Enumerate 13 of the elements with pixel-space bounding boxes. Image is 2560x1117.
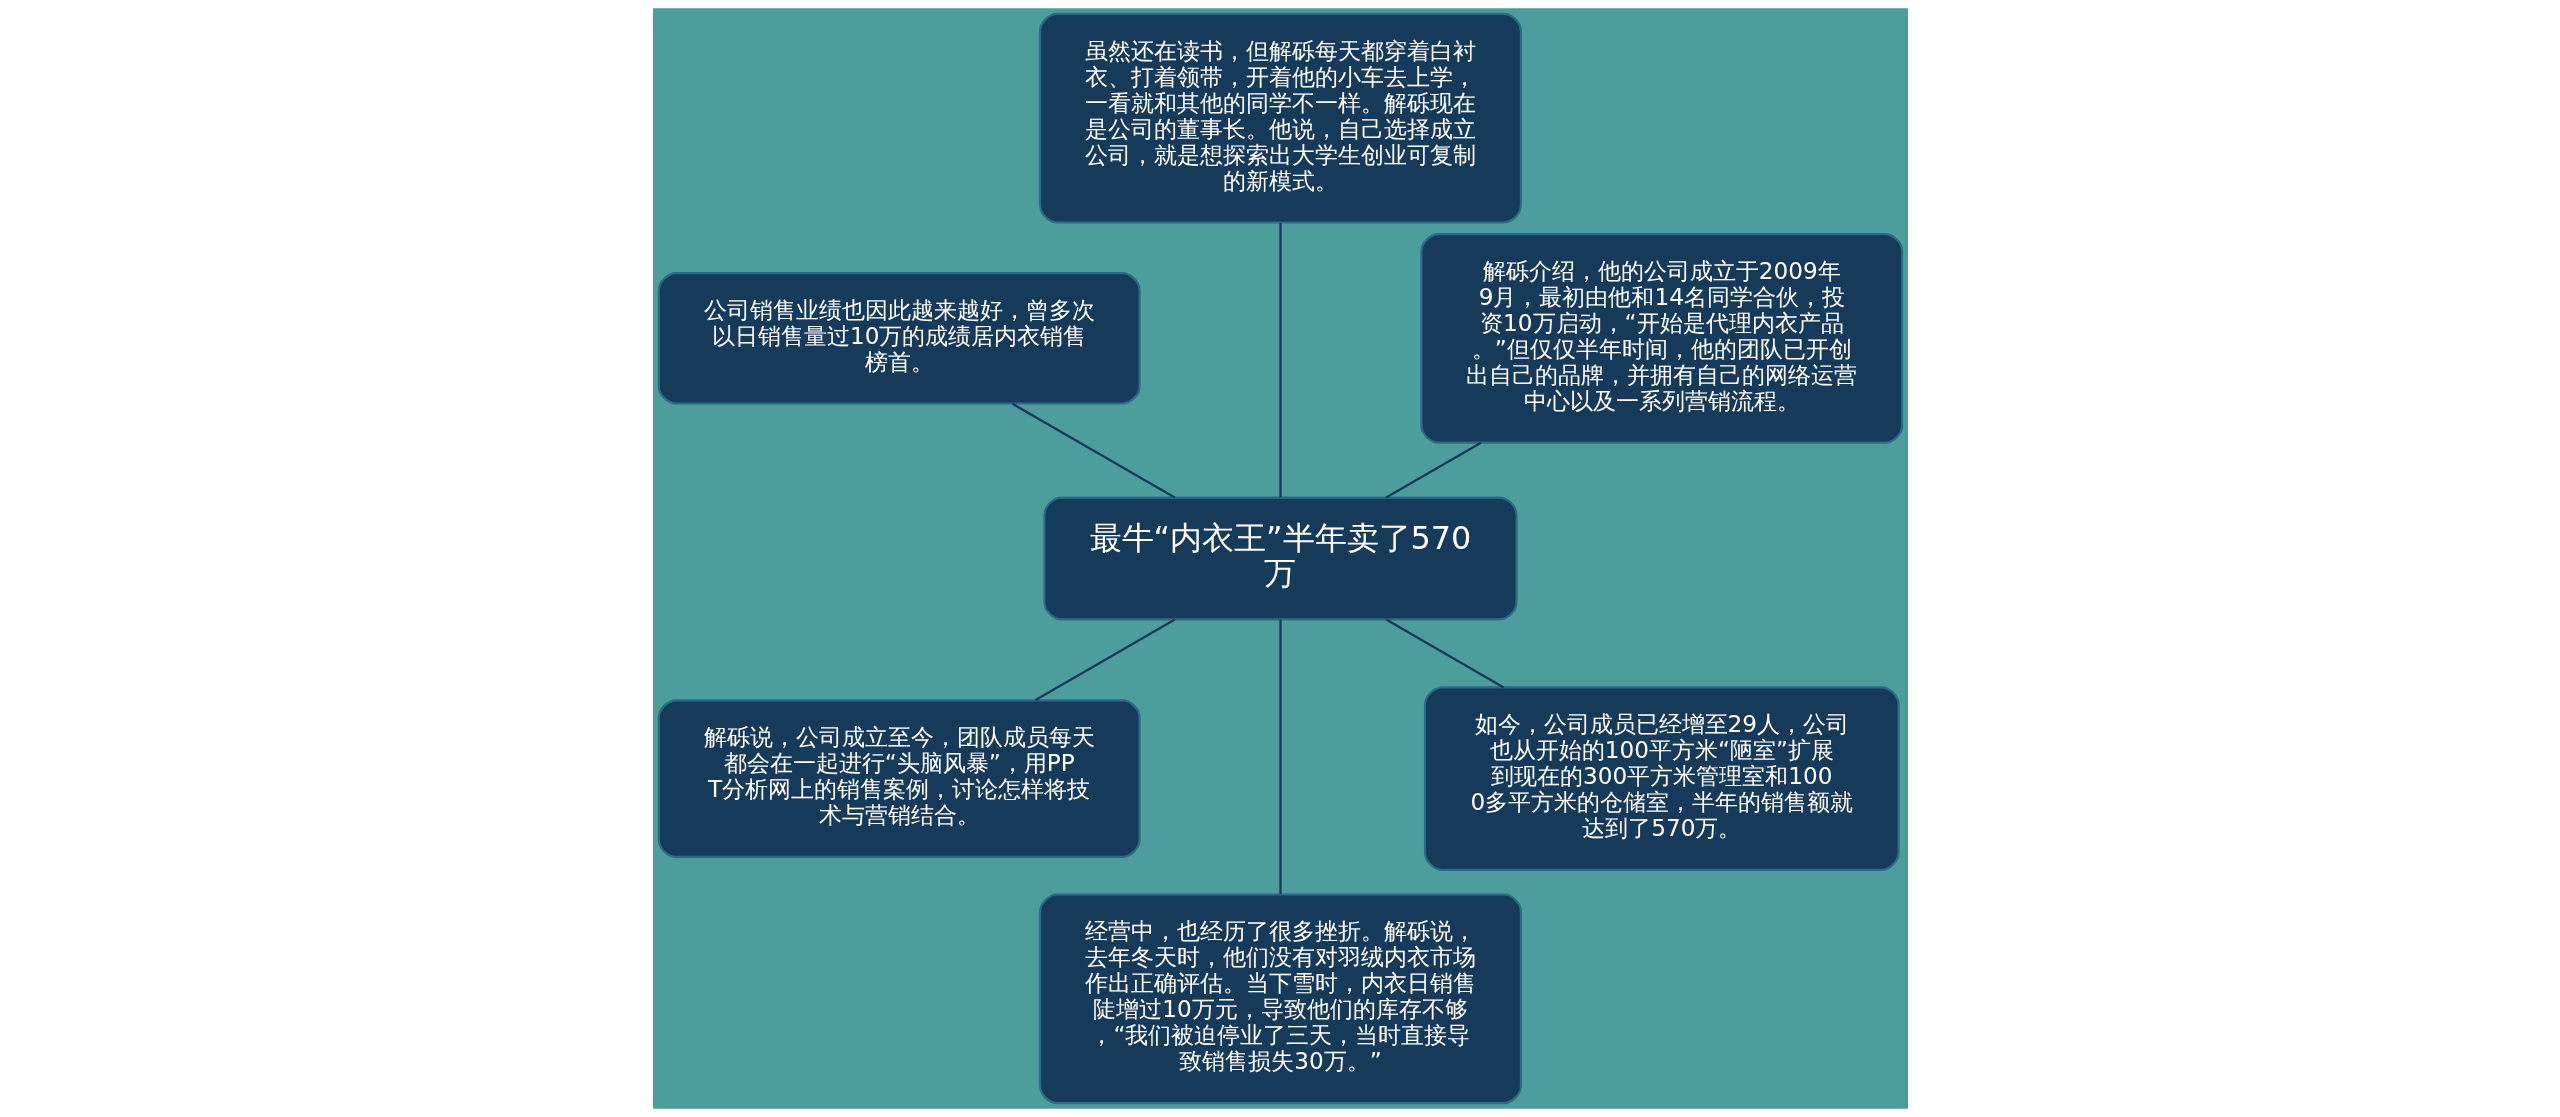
connector	[1278, 222, 1282, 498]
node-box: 如今，公司成员已经增至29人，公司也从开始的100平方米“陋室”扩展到现在的300平方米管理室和1000多平方米的仓储室，半年的销售额就达到了570万。	[1423, 686, 1900, 871]
connector	[1278, 619, 1282, 895]
connector	[1385, 441, 1481, 499]
connector	[1034, 618, 1175, 702]
node-box: 解砾介绍，他的公司成立于2009年9月，最初由他和14名同学合伙，投资10万启动，“开始是代理内衣产品。”但仅仅半年时间，他的团队已开创出自己的品牌，并拥有自己的网络运营中心以及一系列营销流程。	[1419, 233, 1903, 444]
node-box: 最牛“内衣王”半年卖了570万	[1042, 496, 1518, 621]
node-box: 虽然还在读书，但解砾每天都穿着白衬衣、打着领带，开着他的小车去上学，一看就和其他的同学不一样。解砾现在是公司的董事长。他说，自己选择成立公司，就是想探索出大学生创业可复制的新模式。	[1038, 12, 1522, 224]
connector	[1011, 402, 1175, 499]
node-box: 解砾说，公司成立至今，团队成员每天都会在一起进行“头脑风暴”，用PPT分析网上的销售案例，讨论怎样将技术与营销结合。	[657, 699, 1141, 858]
node-box: 经营中，也经历了很多挫折。解砾说，去年冬天时，他们没有对羽绒内衣市场作出正确评估。当下雪时，内衣日销售陡增过10万元，导致他们的库存不够，“我们被迫停业了三天，当时直接导致销售损失30万。”	[1038, 893, 1522, 1105]
connector	[1385, 618, 1504, 689]
node-box: 公司销售业绩也因此越来越好，曾多次以日销售量过10万的成绩居内衣销售榜首。	[657, 272, 1141, 405]
